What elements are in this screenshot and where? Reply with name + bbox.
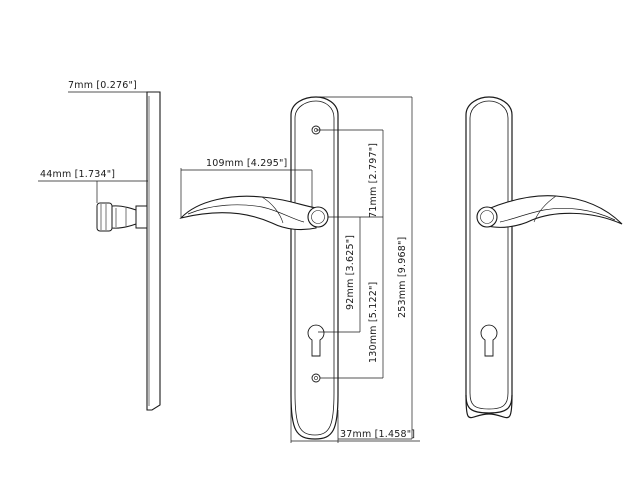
back-cylinder-cutout (480, 324, 498, 357)
overall-height-label: 253mm [9.968"] (397, 237, 408, 318)
cylinder-cutout (307, 324, 325, 357)
plate-width-label: 37mm [1.458"] (340, 429, 415, 440)
side-knob-neck (111, 205, 137, 229)
side-knob (96, 202, 148, 232)
back-spindle-rose (476, 206, 498, 228)
spindle-rose (307, 206, 329, 228)
back-plate-inner (469, 100, 509, 410)
projection-label: 44mm [1.734"] (40, 169, 115, 180)
screw-screw-label: 130mm [5.122"] (368, 282, 379, 363)
spindle-cylinder-label: 92mm [3.625"] (345, 235, 356, 310)
front-view: 109mm [4.295"] 71mm [2.797"] 92mm [3.625… (179, 96, 420, 443)
screw-spindle-label: 71mm [2.797"] (368, 143, 379, 218)
bottom-screw (311, 373, 321, 383)
front-plate-inner (294, 100, 335, 436)
side-knob-head (96, 202, 113, 232)
lever-length-label: 109mm [4.295"] (206, 158, 287, 169)
front-plate-outline (290, 96, 339, 440)
side-view: 7mm [0.276"] 44mm [1.734"] (38, 80, 161, 411)
side-knob-base (135, 205, 148, 229)
back-view (465, 96, 623, 419)
back-plate-outline (465, 96, 513, 419)
thickness-label: 7mm [0.276"] (68, 80, 137, 91)
front-lever (179, 195, 317, 231)
